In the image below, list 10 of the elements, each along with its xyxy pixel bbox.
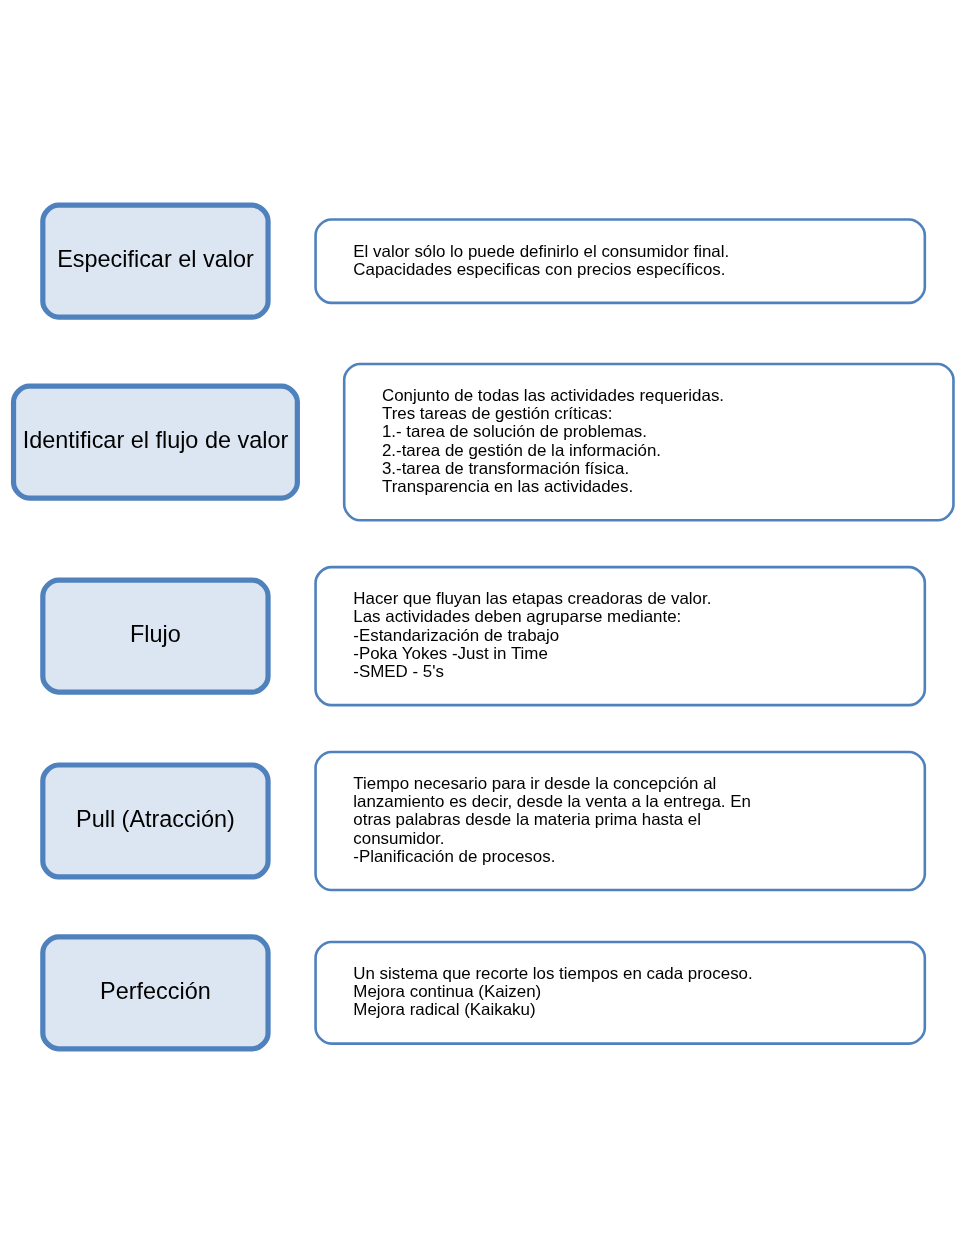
node-box: Perfección: [40, 933, 271, 1051]
node-box: Un sistema que recorte los tiempos en cada proceso. Mejora continua (Kaizen) Mejora radical (Kaikaku): [314, 940, 927, 1045]
node-box: Conjunto de todas las actividades requeridas. Tres tareas de gestión críticas: 1.- tarea de solución de problemas. 2.-tarea de gestión de la información. 3.-tarea de transformación física. Transparencia en las actividades.: [342, 362, 955, 522]
node-box: Pull (Atracción): [40, 761, 271, 880]
node-box: Hacer que fluyan las etapas creadoras de valor. Las actividades deben agruparse mediante: -Estandarización de trabajo -Poka Yokes -Just in Time -SMED - 5's: [314, 565, 927, 706]
node-box: El valor sólo lo puede definirlo el consumidor final. Capacidades especificas con precios específicos.: [314, 217, 927, 304]
node-box: Identificar el flujo de valor: [10, 383, 300, 501]
node-box: Tiempo necesario para ir desde la concepción al lanzamiento es decir, desde la venta a la entrega. En otras palabras desde la materia prima hasta el consumidor. -Planificación de procesos.: [314, 750, 927, 891]
node-box: Flujo: [40, 577, 271, 695]
node-box: Especificar el valor: [40, 202, 271, 320]
